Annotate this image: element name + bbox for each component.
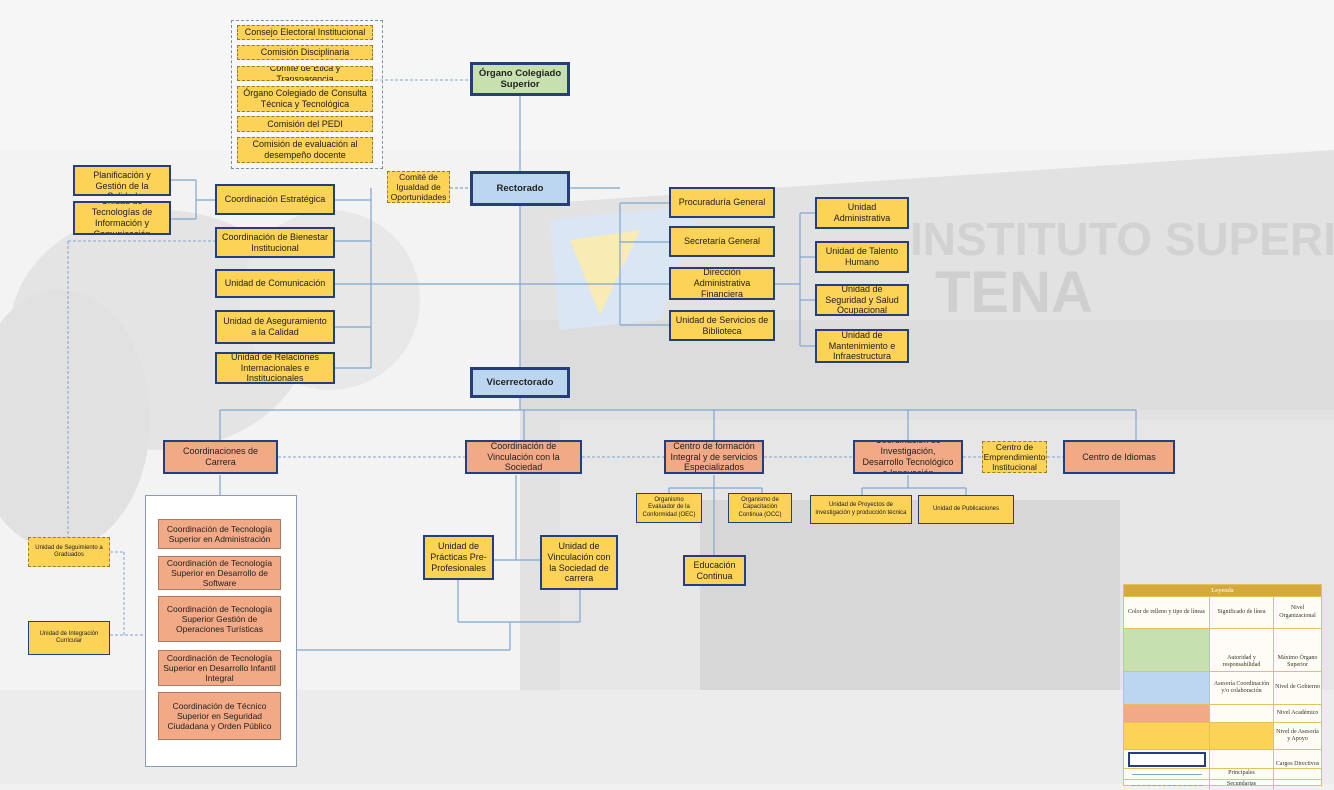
seguimiento-graduados-box[interactable]: Unidad de Seguimiento a Graduados — [28, 537, 110, 567]
legend-col1: Color de relleno y tipo de líneas — [1124, 597, 1210, 628]
planificacion-box[interactable]: Unidad de Planificación y Gestión de la … — [73, 165, 171, 196]
vinc-carrera-box[interactable]: Unidad de Vinculación con la Sociedad de… — [540, 535, 618, 590]
practicas-box[interactable]: Unidad de Prácticas Pre-Profesionales — [423, 535, 494, 580]
legend-line-solid — [1124, 769, 1210, 779]
career-box[interactable]: Coordinación de Tecnología Superior Gest… — [158, 596, 281, 642]
rectorado-box[interactable]: Rectorado — [470, 171, 570, 206]
occ-box[interactable]: Organismo de Capacitación Continua (OCC) — [728, 493, 792, 523]
relaciones-box[interactable]: Unidad de Relaciones Internacionales e I… — [215, 352, 335, 384]
biblioteca-box[interactable]: Unidad de Servicios de Biblioteca — [669, 310, 775, 341]
bienestar-box[interactable]: Coordinación de Bienestar Institucional — [215, 227, 335, 258]
centro-formacion-box[interactable]: Centro de formación Integral y de servic… — [664, 440, 764, 474]
mantenimiento-box[interactable]: Unidad de Mantenimiento e Infraestructur… — [815, 329, 909, 363]
comite-igualdad-box[interactable]: Comité de Igualdad de Oportunidades — [387, 171, 450, 203]
legend-swatch-orange — [1124, 705, 1210, 722]
legend-swatch-green — [1124, 629, 1210, 671]
coord-estrategica-box[interactable]: Coordinación Estratégica — [215, 184, 335, 215]
council-box[interactable]: Comisión Disciplinaria — [237, 45, 373, 60]
council-box[interactable]: Comisión de evaluación al desempeño doce… — [237, 137, 373, 163]
investigacion-box[interactable]: Coordinación de Investigación, Desarroll… — [853, 440, 963, 474]
integracion-curricular-box[interactable]: Unidad de Integración Curricular — [28, 621, 110, 655]
emprendimiento-box[interactable]: Centro de Emprendimiento Institucional — [982, 441, 1047, 473]
organo-colegiado-box[interactable]: Órgano Colegiado Superior — [470, 62, 570, 96]
publicaciones-box[interactable]: Unidad de Publicaciones — [918, 495, 1014, 524]
talento-box[interactable]: Unidad de Talento Humano — [815, 241, 909, 273]
legend-swatch-blue — [1124, 672, 1210, 704]
coordinaciones-carrera-box[interactable]: Coordinaciones de Carrera — [163, 440, 278, 474]
legend-col2: Significado de línea — [1210, 597, 1274, 628]
procuraduria-box[interactable]: Procuraduría General — [669, 187, 775, 218]
vinculacion-box[interactable]: Coordinación de Vinculación con la Socie… — [465, 440, 582, 474]
legend: Leyenda Color de relleno y tipo de línea… — [1123, 584, 1322, 790]
legend-level: Nivel de Asesoría y Apoyo — [1276, 728, 1319, 742]
career-box[interactable]: Coordinación de Tecnología Superior en D… — [158, 650, 281, 686]
comunicacion-box[interactable]: Unidad de Comunicación — [215, 269, 335, 298]
legend-meaning — [1210, 723, 1274, 749]
legend-title: Leyenda — [1124, 585, 1321, 596]
oec-box[interactable]: Organismo Evaluador de la Conformidad (O… — [636, 493, 702, 523]
council-box[interactable]: Órgano Colegiado de Consulta Técnica y T… — [237, 86, 373, 112]
council-box[interactable]: Comisión del PEDI — [237, 116, 373, 132]
aseguramiento-box[interactable]: Unidad de Aseguramiento a la Calidad — [215, 310, 335, 344]
educacion-continua-box[interactable]: Educación Continua — [683, 555, 746, 586]
legend-meaning — [1210, 705, 1274, 722]
vicerrectorado-box[interactable]: Vicerrectorado — [470, 367, 570, 398]
legend-level: Nivel de Gobierno — [1275, 684, 1320, 691]
sign-text-line1: INSTITUTO SUPERIOR TECNOLÓG — [910, 213, 1334, 265]
legend-meaning — [1210, 750, 1274, 768]
tecnologias-box[interactable]: Unidad de Tecnologías de Información y C… — [73, 201, 171, 235]
legend-line-principal: Principales — [1210, 769, 1274, 779]
council-box[interactable]: Comité de Ética y Transparencia — [237, 66, 373, 81]
direccion-box[interactable]: Dirección Administrativa Financiera — [669, 267, 775, 300]
legend-level: Cargos Directivos — [1275, 760, 1320, 767]
legend-level: Nivel Académico — [1276, 709, 1319, 716]
legend-swatch-border — [1124, 750, 1210, 768]
legend-col3: Nivel Organizacional — [1279, 605, 1316, 619]
career-box[interactable]: Coordinación de Técnico Superior en Segu… — [158, 692, 281, 740]
legend-level: Máximo Órgano Superior — [1277, 654, 1318, 668]
idiomas-box[interactable]: Centro de Idiomas — [1063, 440, 1175, 474]
career-box[interactable]: Coordinación de Tecnología Superior en D… — [158, 556, 281, 590]
legend-meaning: Asesoría Coordinación y/o colaboración — [1210, 672, 1274, 704]
career-box[interactable]: Coordinación de Tecnología Superior en A… — [158, 519, 281, 549]
seguridad-box[interactable]: Unidad de Seguridad y Salud Ocupacional — [815, 284, 909, 316]
legend-line-dashed — [1124, 780, 1210, 790]
legend-swatch-yellow — [1124, 723, 1210, 749]
sign-text-line2: TENA — [935, 260, 1093, 325]
secretaria-box[interactable]: Secretaría General — [669, 226, 775, 257]
council-box[interactable]: Consejo Electoral Institucional — [237, 25, 373, 40]
administrativa-box[interactable]: Unidad Administrativa — [815, 197, 909, 229]
proyectos-box[interactable]: Unidad de Proyectos de investigación y p… — [810, 495, 912, 524]
legend-meaning: Autoridad y responsabilidad — [1210, 629, 1274, 671]
legend-line-secondary: Secundarias — [1210, 780, 1274, 790]
